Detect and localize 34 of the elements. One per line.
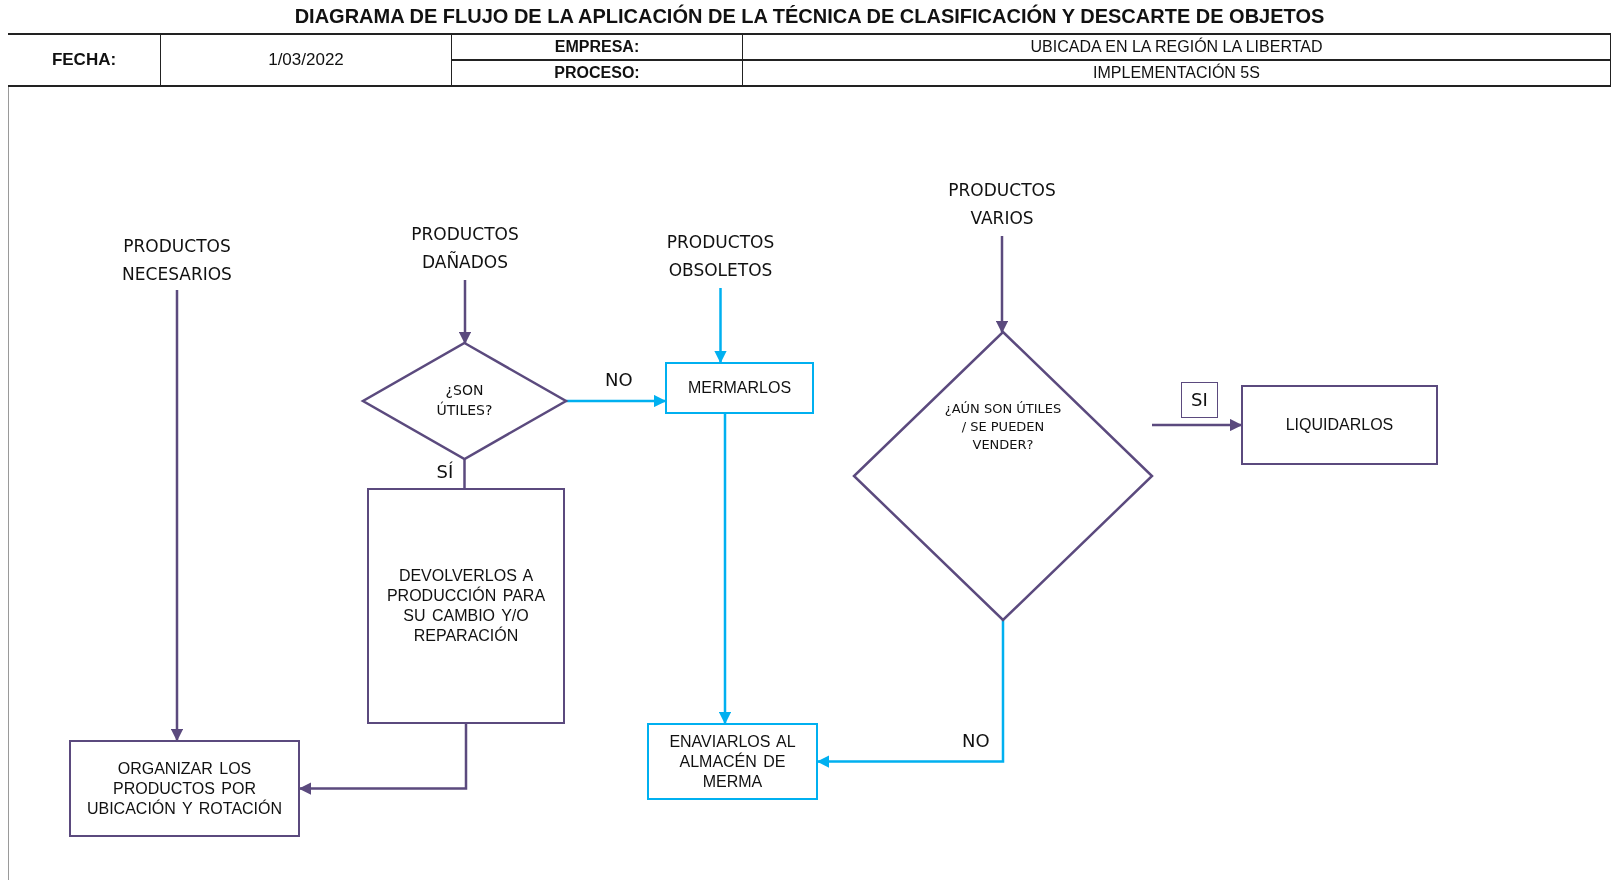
category-heading: PRODUCTOS DAÑADOS [385, 220, 545, 280]
process-box [647, 723, 818, 800]
arrow [566, 394, 667, 408]
table-cell: EMPRESA: [452, 35, 743, 61]
decision-diamond [854, 332, 1152, 620]
decision-diamond [363, 343, 566, 459]
category-heading: PRODUCTOS VARIOS [922, 176, 1082, 236]
process-text: MERMARLOS [687, 378, 792, 398]
decision-text: ¿AÚN SON ÚTILES / SE PUEDEN VENDER? [944, 400, 1062, 455]
process-text: ENAVIARLOS AL ALMACÉN DE MERMA [668, 731, 797, 792]
table-cell: 1/03/2022 [161, 35, 452, 87]
process-box [1241, 385, 1438, 465]
table-cell: UBICADA EN LA REGIÓN LA LIBERTAD [743, 35, 1611, 61]
arrow [1152, 418, 1243, 432]
category-heading: PRODUCTOS OBSOLETOS [643, 228, 798, 288]
process-text: DEVOLVERLOS A PRODUCCIÓN PARA SU CAMBIO Y/O REPARACIÓN [385, 566, 547, 646]
diagram-title: DIAGRAMA DE FLUJO DE LA APLICACIÓN DE LA TÉCNICA DE CLASIFICACIÓN Y DESCARTE DE OBJETOS [8, 0, 1611, 35]
process-box [69, 740, 300, 837]
category-heading: PRODUCTOS NECESARIOS [97, 232, 257, 290]
process-box [665, 362, 814, 414]
arrow [714, 288, 727, 364]
arrow [718, 414, 732, 725]
table-cell: IMPLEMENTACIÓN 5S [743, 61, 1611, 87]
process-text: ORGANIZAR LOS PRODUCTOS POR UBICACIÓN Y ROTACIÓN [85, 758, 284, 819]
table-cell: FECHA: [8, 35, 161, 87]
decision-text: ¿SON ÚTILES? [435, 381, 494, 420]
process-box [367, 488, 565, 724]
edge-label: SI [1181, 382, 1218, 418]
arrow [170, 290, 184, 742]
arrow [995, 236, 1009, 334]
connector-line [463, 459, 466, 488]
process-text: LIQUIDARLOS [1285, 415, 1394, 435]
arrow [458, 280, 472, 345]
table-cell: PROCESO: [452, 61, 743, 87]
